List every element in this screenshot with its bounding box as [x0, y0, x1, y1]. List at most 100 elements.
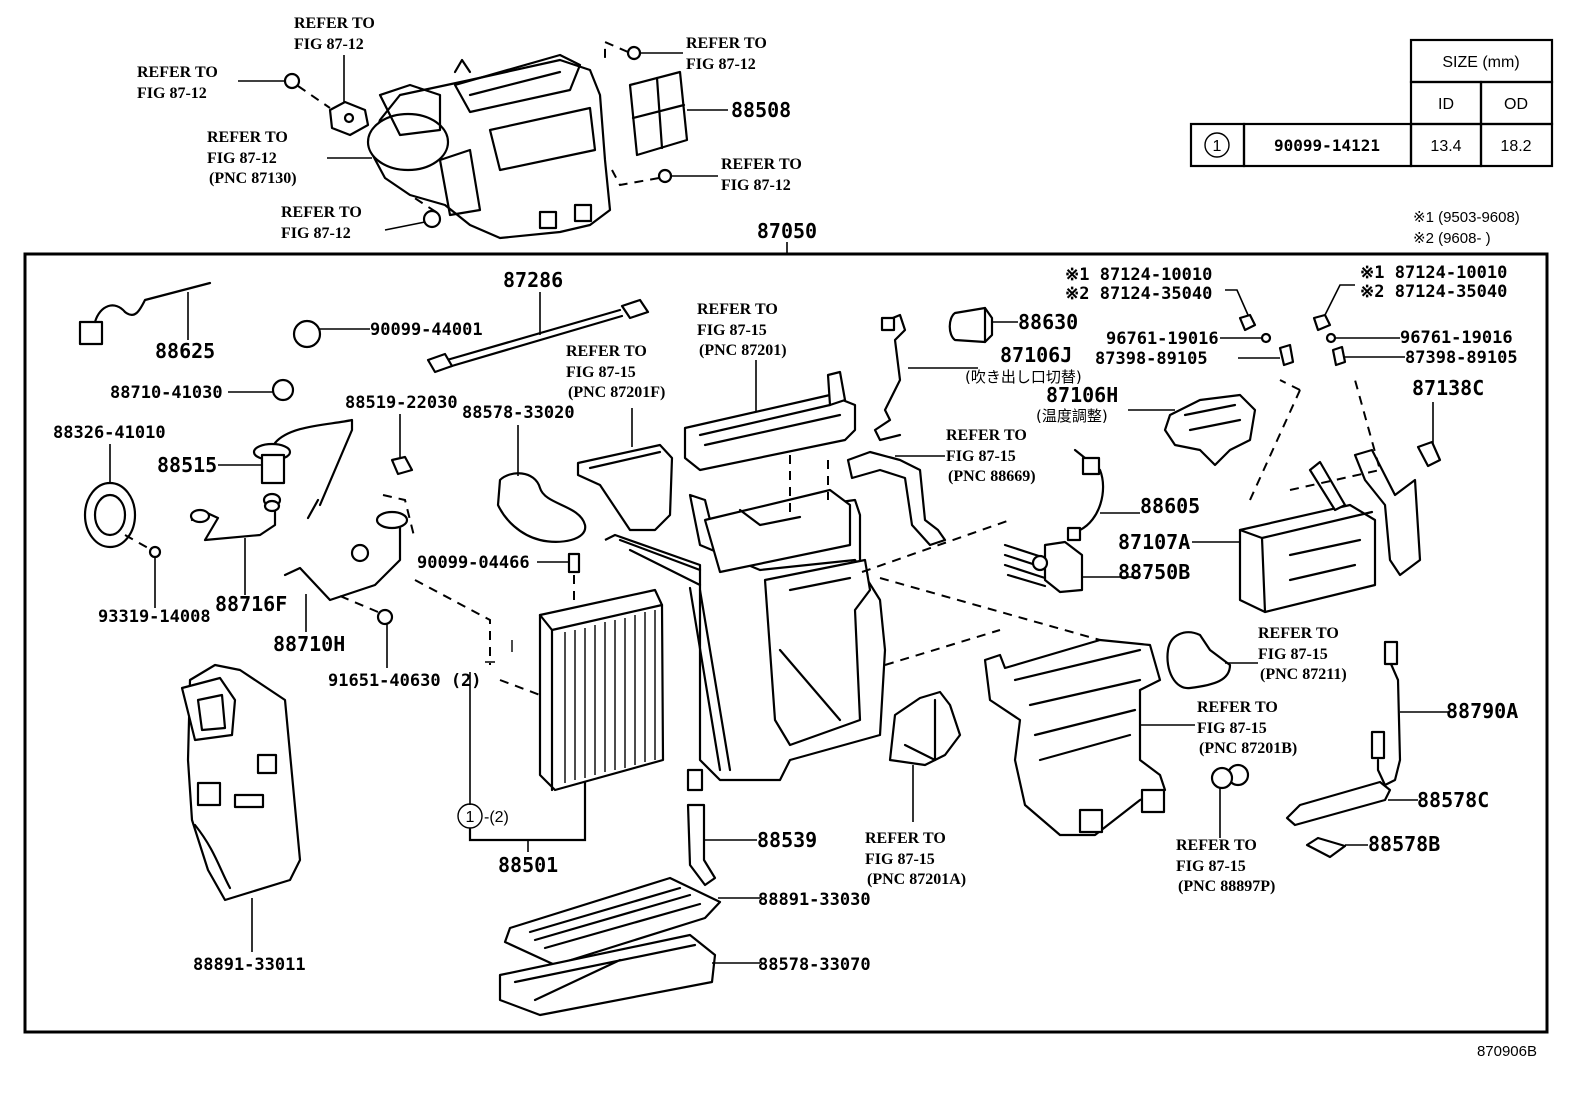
link-icon [1278, 343, 1295, 367]
label-88716F: 88716F [215, 592, 287, 616]
label-88508: 88508 [731, 98, 791, 122]
label-88578C: 88578C [1417, 788, 1489, 812]
ref-87-12-a-line1: REFER TO [294, 15, 375, 32]
duct-87201F-drawing [576, 443, 674, 532]
label-88790A: 88790A [1446, 699, 1518, 723]
lower-case-drawing [983, 638, 1167, 837]
ref-87201-line2: FIG 87-15 [697, 322, 767, 339]
ref-87201A-line1: REFER TO [865, 830, 946, 847]
harness-88605-drawing [1066, 448, 1105, 542]
label-88625: 88625 [155, 339, 215, 363]
link-icon [1331, 345, 1347, 367]
table-od-cell [1479, 122, 1554, 168]
ref-87-12-e-line2: FIG 87-12 [686, 56, 756, 73]
note-2: ※2 (9608- ) [1413, 230, 1491, 247]
filter-88508-drawing [628, 70, 689, 157]
label-87107A: 87107A [1118, 530, 1190, 554]
pin-left-label: 96761-19016 [1106, 329, 1219, 349]
filter-88578C-drawing [1285, 780, 1392, 827]
label-88515: 88515 [157, 453, 217, 477]
cable-87106J-drawing [873, 313, 907, 442]
clip-left-line2: ※2 87124-35040 [1065, 284, 1212, 304]
label-90099-04466: 90099-04466 [417, 553, 530, 573]
seal-symbol-icon [1204, 132, 1230, 158]
ref-87211-line3: (PNC 87211) [1260, 666, 1347, 683]
seal-symbol-number: 1 [1213, 138, 1222, 155]
wire-88625-drawing [78, 281, 212, 346]
ref-87-12-d-line1: REFER TO [281, 204, 362, 221]
rod-87286-drawing [426, 298, 650, 374]
assembly-frame [23, 252, 1549, 1034]
evaporator-88501-drawing [538, 588, 665, 792]
drain-hose-88539-drawing [686, 768, 717, 887]
part-88897P-drawing [1210, 763, 1250, 790]
label-87286: 87286 [503, 268, 563, 292]
ref-87201F-line3: (PNC 87201F) [568, 384, 665, 401]
pin-right-label: 96761-19016 [1400, 328, 1513, 348]
grommet-icon [422, 209, 442, 229]
label-88578-33020: 88578-33020 [462, 403, 575, 423]
ref-88669-line3: (PNC 88669) [948, 468, 1036, 485]
ref-88897P-line2: FIG 87-15 [1176, 858, 1246, 875]
label-88750B: 88750B [1118, 560, 1190, 584]
label-88539: 88539 [757, 828, 817, 852]
od-header: OD [1504, 96, 1528, 113]
ref-87201-line3: (PNC 87201) [699, 342, 787, 359]
ref-88897P-line1: REFER TO [1176, 837, 1257, 854]
grommet-icon [292, 319, 322, 349]
note-1: ※1 (9503-9608) [1413, 209, 1520, 226]
ref-87130-line2: FIG 87-12 [207, 150, 277, 167]
ref-88669-line2: FIG 87-15 [946, 448, 1016, 465]
label-87106J-description: (吹き出し口切替) [965, 368, 1082, 386]
resistor-88750B-drawing [1003, 540, 1084, 594]
label-90099-44001: 90099-44001 [370, 320, 483, 340]
label-88605: 88605 [1140, 494, 1200, 518]
ref-87-12-a-line2: FIG 87-12 [294, 36, 364, 53]
grommet-icon [283, 72, 301, 90]
sensor-88790A-drawing [1370, 640, 1402, 787]
hose-88669-drawing [846, 450, 947, 547]
pipe-88710H-drawing [283, 510, 409, 602]
pad-88578B-drawing [1305, 836, 1347, 859]
heater-case-drawing [604, 488, 887, 782]
screw-icon [148, 545, 162, 559]
label-87138C: 87138C [1412, 376, 1484, 400]
pipe-88716F-drawing [189, 499, 281, 542]
pin-icon [1260, 332, 1272, 344]
screw-icon [626, 45, 642, 61]
label-88710H: 88710H [273, 632, 345, 656]
ref-87201F-line2: FIG 87-15 [566, 364, 636, 381]
clip-left-line1: ※1 87124-10010 [1065, 265, 1212, 285]
label-88710-41030: 88710-41030 [110, 383, 223, 403]
tray-88891-33030-drawing [503, 876, 722, 967]
label-91651-40630: 91651-40630 (2) [328, 671, 482, 691]
pin-icon [1325, 332, 1337, 344]
label-88578B: 88578B [1368, 832, 1440, 856]
label-87106H: 87106H [1046, 383, 1118, 407]
ref-87211-line2: FIG 87-15 [1258, 646, 1328, 663]
bracket-88326-drawing [83, 481, 137, 549]
ref-87130-line3: (PNC 87130) [209, 170, 297, 187]
blower-unit-drawing [366, 53, 612, 240]
seal-od-value: 18.2 [1500, 138, 1531, 155]
ref-87201A-line3: (PNC 87201A) [867, 871, 966, 888]
clip-right-line2: ※2 87124-35040 [1360, 282, 1507, 302]
ref-87201-line1: REFER TO [697, 301, 778, 318]
clip-icon [1238, 313, 1257, 332]
clamp-icon [390, 455, 414, 476]
ref-87-12-e-line1: REFER TO [686, 35, 767, 52]
duct-88891-33011-drawing [180, 663, 302, 902]
ref-87-12-f-line2: FIG 87-12 [721, 177, 791, 194]
ref-87201B-line1: REFER TO [1197, 699, 1278, 716]
gasket-icon [328, 100, 370, 137]
seal-symbol-number: 1 [466, 809, 475, 826]
ref-88897P-line3: (PNC 88897P) [1178, 878, 1275, 895]
tray-88578-33070-drawing [498, 933, 717, 1017]
valve-88515-drawing [252, 418, 354, 520]
screw-icon [657, 168, 673, 184]
grommet-icon [271, 378, 295, 402]
id-header: ID [1438, 96, 1454, 113]
screw-icon [376, 608, 394, 626]
part-87211-drawing [1166, 631, 1232, 690]
